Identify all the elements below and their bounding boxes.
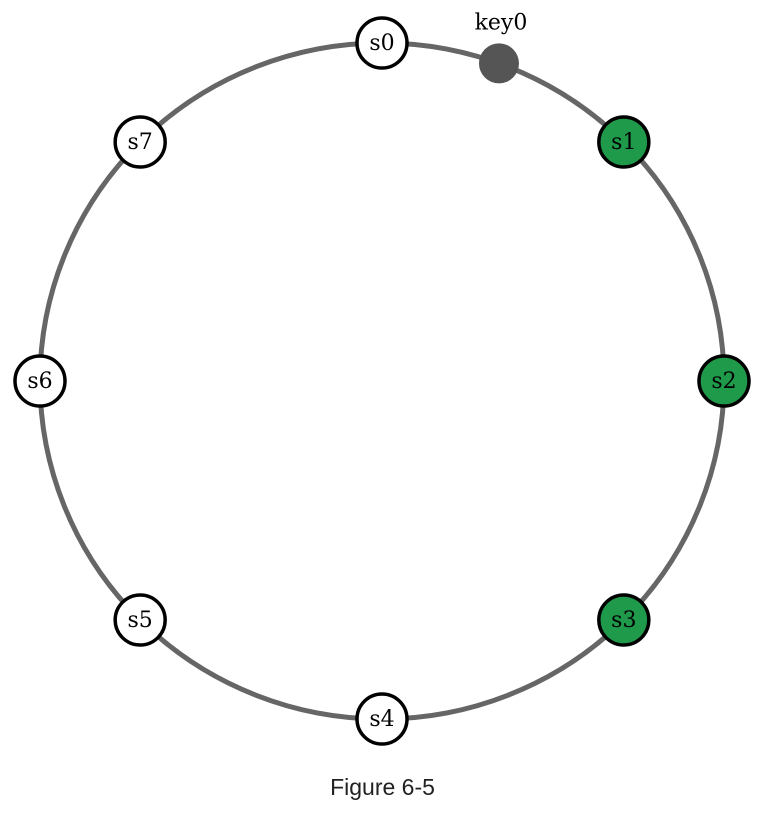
server-label-s5: s5 — [128, 608, 153, 633]
server-label-s7: s7 — [128, 130, 153, 155]
server-label-s1: s1 — [611, 130, 636, 155]
server-node-s4 — [355, 692, 409, 746]
server-node-s7 — [113, 115, 167, 169]
figure-caption: Figure 6-5 — [330, 774, 435, 800]
server-label-s3: s3 — [611, 608, 636, 633]
server-node-s6 — [13, 354, 67, 408]
server-node-s5 — [113, 593, 167, 647]
server-node-s1 — [597, 115, 651, 169]
server-label-s6: s6 — [27, 369, 52, 394]
server-node-s0 — [355, 16, 409, 70]
server-label-s4: s4 — [369, 707, 394, 732]
server-node-s2 — [697, 354, 751, 408]
key-label: key0 — [475, 10, 528, 35]
server-label-s0: s0 — [369, 31, 394, 56]
server-label-s2: s2 — [711, 369, 736, 394]
key-dot — [478, 43, 519, 84]
server-node-s3 — [597, 593, 651, 647]
